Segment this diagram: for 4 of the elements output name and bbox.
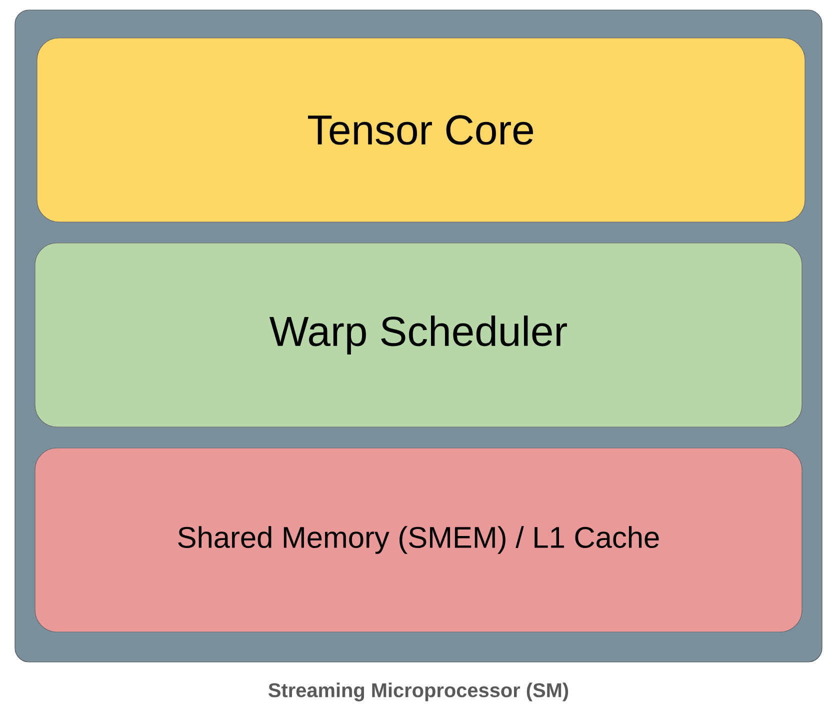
frame-label: Streaming Microprocessor (SM) [268, 682, 568, 702]
unit-box: Warp Scheduler [34, 242, 802, 428]
unit-box: Tensor Core [36, 38, 806, 222]
unit-box: Shared Memory (SMEM) / L1 Cache [34, 448, 802, 632]
